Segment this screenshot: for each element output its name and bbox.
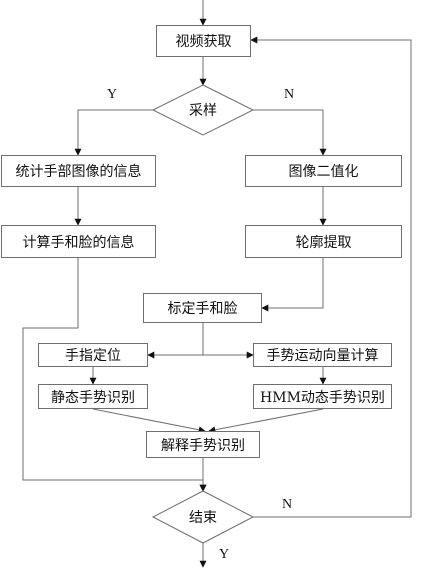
node-motion-vector-label: 手势运动向量计算: [266, 348, 379, 364]
arrow-static-to-interpret: [92, 408, 206, 434]
arrow-sampling-yes-branch: [74, 109, 153, 156]
node-finger-locate: 手指定位: [38, 343, 148, 367]
node-hmm-recognition: HMM动态手势识别: [253, 384, 392, 409]
node-static-recognition-label: 静态手势识别: [51, 389, 135, 406]
node-calibrate-hand-face-label: 标定手和脸: [167, 301, 238, 317]
node-stats-hand-info: 统计手部图像的信息: [1, 155, 156, 187]
node-calibrate-hand-face: 标定手和脸: [143, 293, 262, 323]
arrow-contour-to-calibrate: [261, 258, 324, 312]
node-calc-hand-face: 计算手和脸的信息: [1, 225, 156, 258]
edge-label-end-yes: Y: [218, 547, 230, 562]
node-motion-vector: 手势运动向量计算: [253, 343, 392, 367]
arrow-end-no-loop: [250, 36, 412, 518]
node-sampling-label: 采样: [189, 104, 217, 119]
arrow-sampling-no-branch: [253, 109, 327, 156]
node-video-acquire: 视频获取: [156, 25, 251, 57]
edge-label-sampling-no: N: [283, 87, 295, 102]
node-hmm-recognition-label: HMM动态手势识别: [260, 389, 385, 406]
edge-label-end-no: N: [281, 497, 293, 512]
node-finger-locate-label: 手指定位: [65, 348, 121, 364]
sampling-diamond: [151, 84, 255, 136]
node-binarize-label: 图像二值化: [288, 164, 359, 180]
node-contour-extract-label: 轮廓提取: [295, 234, 352, 251]
node-binarize: 图像二值化: [245, 155, 402, 187]
edge-label-sampling-yes: Y: [106, 87, 118, 102]
arrow-hmm-to-interpret: [208, 408, 324, 434]
node-calc-hand-face-label: 计算手和脸的信息: [22, 234, 135, 251]
node-video-acquire-label: 视频获取: [175, 34, 232, 50]
node-contour-extract: 轮廓提取: [245, 225, 402, 258]
node-stats-hand-info-label: 统计手部图像的信息: [15, 164, 142, 180]
node-interpret: 解释手势识别: [146, 431, 260, 458]
node-static-recognition: 静态手势识别: [38, 384, 148, 409]
end-diamond: [151, 490, 255, 544]
node-interpret-label: 解释手势识别: [161, 437, 245, 454]
node-end-label: 结束: [189, 511, 217, 526]
